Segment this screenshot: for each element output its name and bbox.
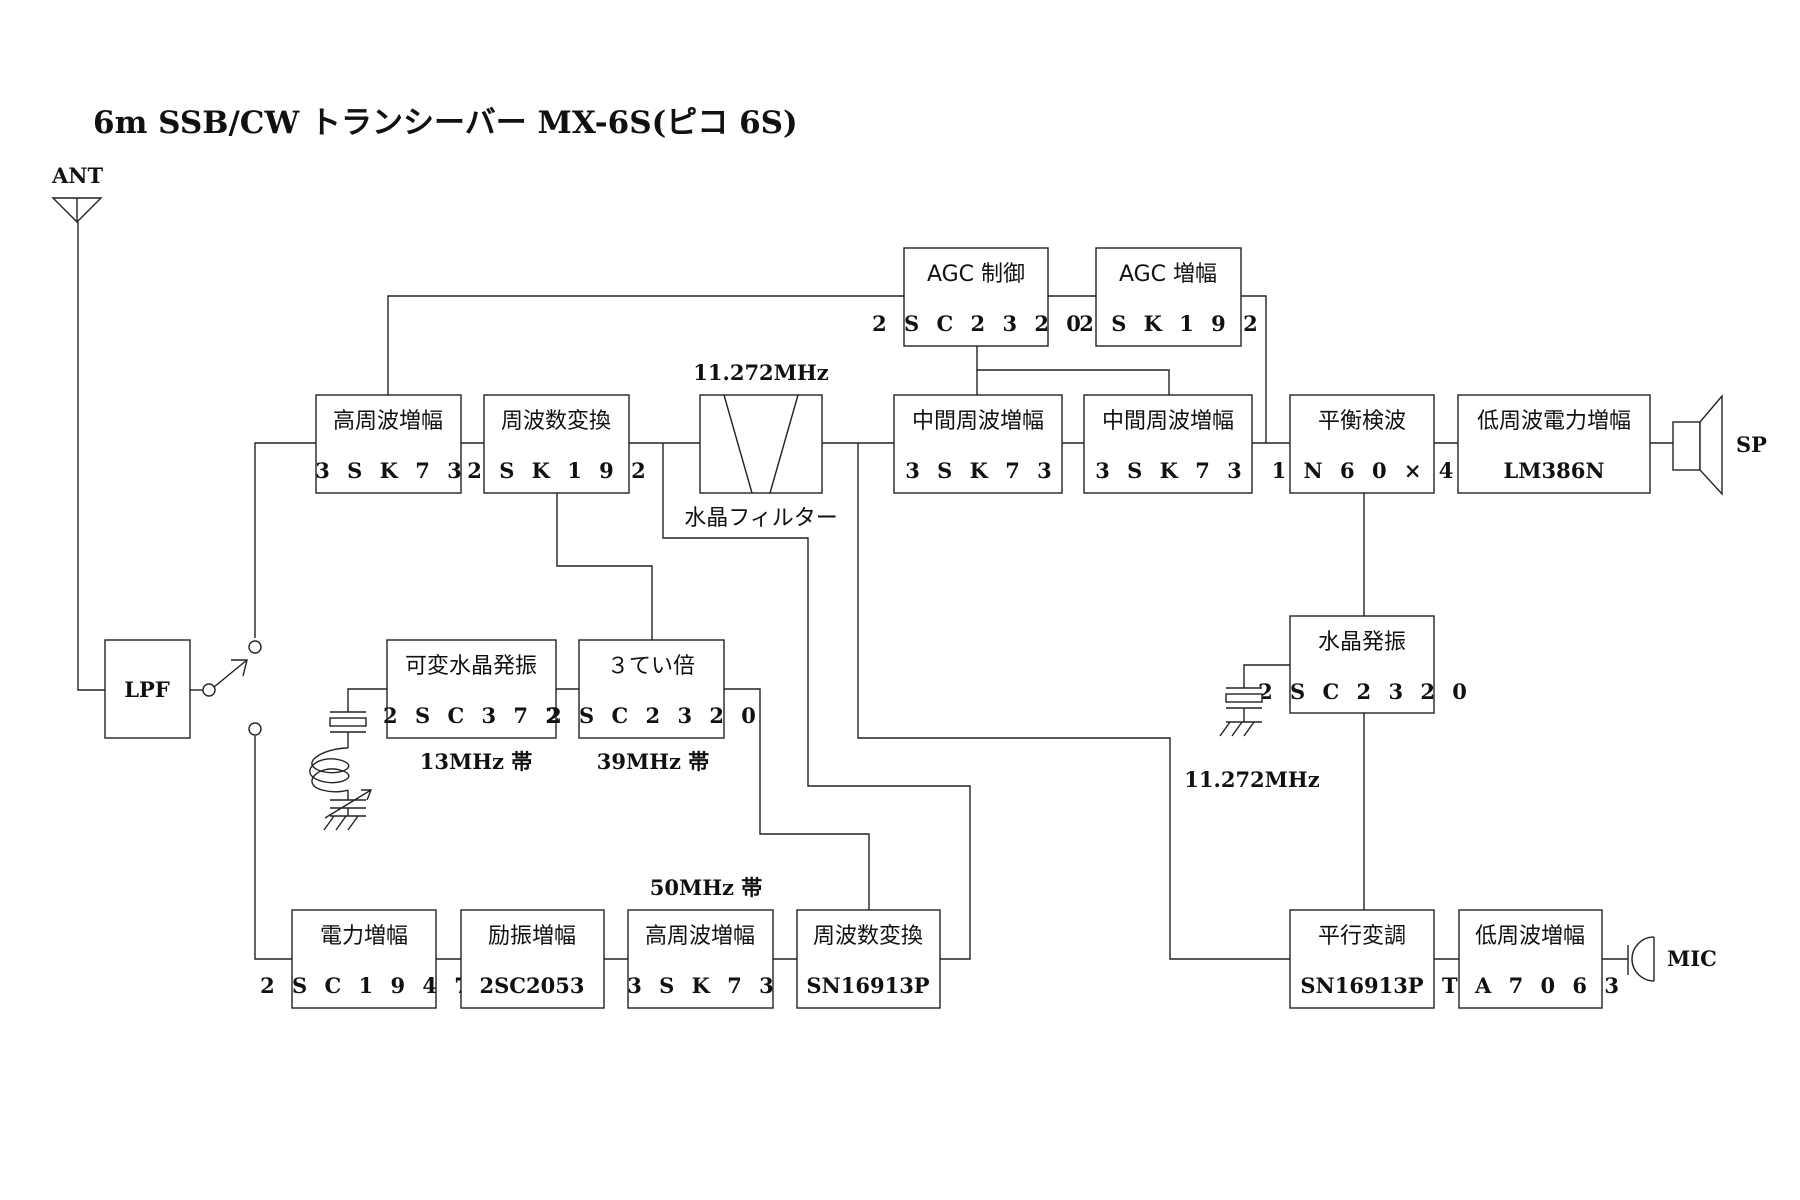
block-tripler: ３てい倍 2 S C 2 3 2 0 39MHz 帯: [547, 639, 761, 774]
block-vxo: 可変水晶発振 2 S C 3 7 2 13MHz 帯: [383, 639, 565, 774]
block-rf-amp-rx: 高周波増幅 3 S K 7 3: [315, 394, 467, 494]
part-number: 2 S K 1 9 2: [467, 458, 650, 483]
block-af-amp: 低周波増幅 T A 7 0 6 3: [1442, 909, 1624, 1009]
part-number: 3 S K 7 3: [315, 458, 467, 483]
speaker-label: SP: [1736, 432, 1767, 457]
block-label: 励振増幅: [488, 924, 576, 949]
block-label: 平行変調: [1318, 924, 1406, 949]
block-label: 水晶発振: [1318, 630, 1406, 655]
block-label: 電力増幅: [320, 924, 408, 949]
block-label: 低周波電力増幅: [1477, 409, 1631, 434]
block-if-amp-2: 中間周波増幅 3 S K 7 3: [1083, 394, 1253, 494]
block-label: 中間周波増幅: [1102, 409, 1234, 434]
part-number: 3 S K 7 3: [627, 973, 779, 998]
crystal-icon: [1225, 664, 1290, 722]
switch-icon: [202, 640, 262, 736]
block-label: 周波数変換: [813, 924, 923, 949]
block-label: 高周波増幅: [333, 409, 443, 434]
block-rf-amp-tx: 高周波増幅 3 S K 7 3 50MHz 帯: [627, 875, 779, 1009]
part-number: 2 S C 1 9 4 7: [260, 973, 474, 998]
block-label: 平衡検波: [1318, 409, 1406, 434]
block-power-amp: 電力増幅 2 S C 1 9 4 7: [260, 909, 474, 1009]
block-label: AGC 制御: [927, 262, 1025, 287]
crystal-filter: 11.272MHz 水晶フィルター: [684, 360, 838, 531]
block-mixer-tx: 周波数変換 SN16913P: [796, 909, 941, 1009]
block-label: 中間周波増幅: [912, 409, 1044, 434]
crystal-filter-frequency: 11.272MHz: [693, 360, 828, 385]
block-label: ３てい倍: [607, 654, 695, 679]
part-number: 2 S K 1 9 2: [1079, 311, 1262, 336]
block-label: 周波数変換: [501, 409, 611, 434]
block-product-detector: 平衡検波 1 N 6 0 × 4: [1272, 394, 1459, 494]
part-number: 2 S C 2 3 2 0: [547, 703, 761, 728]
part-number: 2SC2053: [480, 973, 585, 998]
vxo-band-label: 13MHz 帯: [420, 749, 533, 774]
ground-icon: [1219, 721, 1262, 737]
block-mixer-rx: 周波数変換 2 S K 1 9 2: [467, 394, 650, 494]
block-if-amp-1: 中間周波増幅 3 S K 7 3: [893, 394, 1063, 494]
part-number: LM386N: [1503, 458, 1604, 483]
coil-icon: [309, 747, 350, 800]
tripler-band-label: 39MHz 帯: [597, 749, 710, 774]
ground-icon: [323, 808, 366, 831]
crystal-filter-label: 水晶フィルター: [684, 506, 838, 531]
part-number: 2 S C 3 7 2: [383, 703, 565, 728]
part-number: 2 S C 2 3 2 0: [1258, 679, 1472, 704]
block-carrier-oscillator: 水晶発振 2 S C 2 3 2 0: [1258, 615, 1472, 714]
block-label: LPF: [124, 677, 170, 702]
block-lpf: LPF: [104, 639, 191, 739]
antenna-label: ANT: [51, 163, 103, 188]
part-number: 3 S K 7 3: [905, 458, 1057, 483]
block-label: 高周波増幅: [645, 924, 755, 949]
block-label: AGC 増幅: [1119, 262, 1217, 287]
carrier-frequency-label: 11.272MHz: [1184, 767, 1319, 792]
block-label: 可変水晶発振: [405, 654, 537, 679]
block-label: 低周波増幅: [1475, 924, 1585, 949]
block-agc-amp: AGC 増幅 2 S K 1 9 2: [1079, 247, 1262, 347]
microphone-label: MIC: [1667, 946, 1717, 971]
part-number: 1 N 6 0 × 4: [1272, 458, 1459, 483]
wiring: [77, 222, 1673, 960]
diagram-title: 6m SSB/CW トランシーバー MX-6S(ピコ 6S): [93, 105, 798, 141]
tx-band-label: 50MHz 帯: [650, 875, 763, 900]
crystal-icon: [329, 688, 387, 748]
microphone-icon: MIC: [1627, 936, 1717, 982]
part-number: 3 S K 7 3: [1095, 458, 1247, 483]
speaker-icon: SP: [1672, 394, 1767, 496]
part-number: 2 S C 2 3 2 0: [872, 311, 1086, 336]
block-driver-amp: 励振増幅 2SC2053: [460, 909, 605, 1009]
part-number: SN16913P: [1300, 973, 1423, 998]
block-agc-control: AGC 制御 2 S C 2 3 2 0: [872, 247, 1086, 347]
part-number: T A 7 0 6 3: [1442, 973, 1624, 998]
block-balanced-modulator: 平行変調 SN16913P: [1289, 909, 1435, 1009]
part-number: SN16913P: [806, 973, 929, 998]
block-af-power-amp: 低周波電力増幅 LM386N: [1457, 394, 1651, 494]
antenna-icon: ANT: [51, 163, 103, 223]
